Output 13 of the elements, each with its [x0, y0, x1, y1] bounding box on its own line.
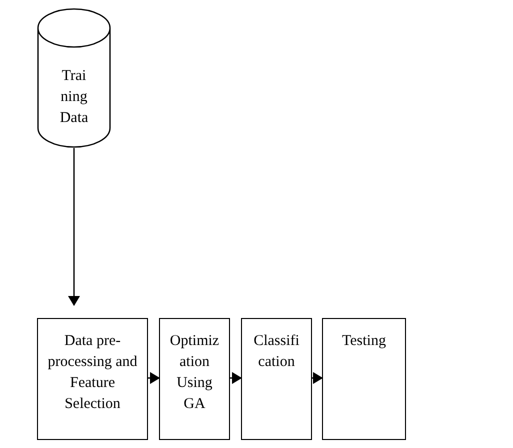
- process-box: [322, 318, 406, 440]
- process-box: [159, 318, 230, 440]
- arrow: [312, 372, 323, 384]
- arrow: [68, 148, 80, 306]
- node-label: Trai ning Data: [58, 67, 90, 128]
- arrow: [148, 372, 160, 384]
- node-label: Data pre-processing and Feature Selection: [46, 332, 138, 414]
- node-label: Optimiz ation Using GA: [168, 332, 220, 414]
- process-box: [37, 318, 148, 440]
- node-label: Testing: [341, 332, 387, 351]
- arrow: [230, 372, 242, 384]
- process-box: [241, 318, 312, 440]
- node-label: Classifi cation: [252, 332, 300, 372]
